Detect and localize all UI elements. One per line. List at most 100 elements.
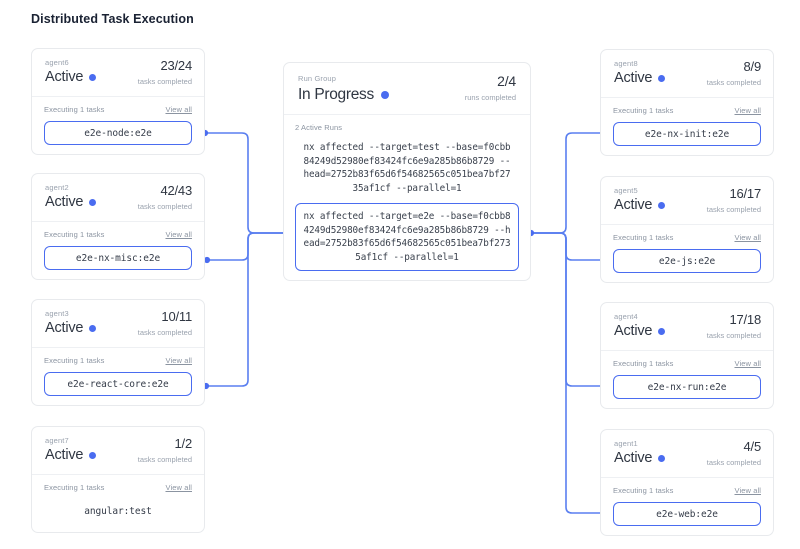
- active-runs-label: 2 Active Runs: [295, 123, 343, 132]
- agent-card-body: Executing 1 tasks View all e2e-nx-run:e2…: [601, 351, 773, 408]
- status-dot-icon: [89, 452, 97, 459]
- card-divider: [601, 224, 773, 225]
- agent-card-agent3[interactable]: agent3 Active 10/11 tasks completed Exec…: [31, 299, 205, 406]
- task-count: 8/9: [743, 59, 762, 74]
- task-count-label: tasks completed: [137, 328, 192, 337]
- status-dot-icon: [658, 75, 666, 82]
- task-count: 10/11: [161, 309, 192, 324]
- executing-label: Executing 1 tasks: [613, 106, 674, 115]
- executing-label: Executing 1 tasks: [44, 356, 105, 365]
- card-divider: [32, 96, 204, 97]
- agent-state: Active: [45, 194, 84, 210]
- agent-card-body: Executing 1 tasks View all e2e-web:e2e: [601, 478, 773, 535]
- task-pill[interactable]: e2e-nx-misc:e2e: [44, 246, 192, 270]
- agent-card-header: agent2 Active 42/43 tasks completed: [32, 174, 204, 221]
- run-group-status: In Progress: [298, 86, 374, 103]
- view-all-link[interactable]: View all: [165, 230, 192, 239]
- agent-card-header: agent1 Active 4/5 tasks completed: [601, 430, 773, 477]
- card-divider: [601, 350, 773, 351]
- view-all-link[interactable]: View all: [734, 359, 761, 368]
- task-count-label: tasks completed: [137, 455, 192, 464]
- task-count-label: tasks completed: [706, 205, 761, 214]
- task-count-label: tasks completed: [137, 202, 192, 211]
- task-pill[interactable]: e2e-js:e2e: [613, 249, 761, 273]
- agent-card-agent4[interactable]: agent4 Active 17/18 tasks completed Exec…: [600, 302, 774, 409]
- task-pill[interactable]: e2e-web:e2e: [613, 502, 761, 526]
- agent-name: agent5: [614, 186, 638, 195]
- task-count: 42/43: [160, 183, 192, 198]
- executing-label: Executing 1 tasks: [44, 105, 105, 114]
- agent-card-agent6[interactable]: agent6 Active 23/24 tasks completed Exec…: [31, 48, 205, 155]
- agent-card-header: agent6 Active 23/24 tasks completed: [32, 49, 204, 96]
- agent-card-agent8[interactable]: agent8 Active 8/9 tasks completed Execut…: [600, 49, 774, 156]
- view-all-link[interactable]: View all: [734, 233, 761, 242]
- agent-card-agent1[interactable]: agent1 Active 4/5 tasks completed Execut…: [600, 429, 774, 536]
- agent-state: Active: [45, 69, 84, 85]
- agent-card-agent7[interactable]: agent7 Active 1/2 tasks completed Execut…: [31, 426, 205, 533]
- status-dot-icon: [658, 328, 666, 335]
- status-dot-icon: [89, 325, 97, 332]
- agent-name: agent6: [45, 58, 69, 67]
- status-dot-icon: [380, 90, 389, 99]
- agent-card-body: Executing 1 tasks View all e2e-nx-misc:e…: [32, 222, 204, 279]
- task-count: 1/2: [174, 436, 193, 451]
- view-all-link[interactable]: View all: [165, 483, 192, 492]
- agent-card-agent2[interactable]: agent2 Active 42/43 tasks completed Exec…: [31, 173, 205, 280]
- agent-state: Active: [45, 447, 84, 463]
- agent-state: Active: [614, 323, 653, 339]
- agent-state: Active: [45, 320, 84, 336]
- agent-card-body: Executing 1 tasks View all e2e-node:e2e: [32, 97, 204, 154]
- task-count: 16/17: [729, 186, 761, 201]
- agent-state: Active: [614, 70, 653, 86]
- agent-name: agent3: [45, 309, 69, 318]
- view-all-link[interactable]: View all: [165, 356, 192, 365]
- agent-card-header: agent7 Active 1/2 tasks completed: [32, 427, 204, 474]
- run-group-body: 2 Active Runs nx affected --target=test …: [284, 115, 530, 280]
- edge-endpoint: [203, 256, 211, 264]
- agent-name: agent8: [614, 59, 638, 68]
- agent-card-header: agent5 Active 16/17 tasks completed: [601, 177, 773, 224]
- agent-card-body: Executing 1 tasks View all angular:test: [32, 475, 204, 532]
- view-all-link[interactable]: View all: [734, 486, 761, 495]
- agent-card-header: agent3 Active 10/11 tasks completed: [32, 300, 204, 347]
- page-title: Distributed Task Execution: [31, 12, 194, 26]
- task-pill[interactable]: e2e-node:e2e: [44, 121, 192, 145]
- task-pill[interactable]: angular:test: [44, 499, 192, 523]
- agent-state: Active: [614, 450, 653, 466]
- view-all-link[interactable]: View all: [734, 106, 761, 115]
- agent-name: agent1: [614, 439, 638, 448]
- agent-name: agent2: [45, 183, 69, 192]
- card-divider: [32, 347, 204, 348]
- executing-label: Executing 1 tasks: [44, 230, 105, 239]
- task-pill[interactable]: e2e-nx-init:e2e: [613, 122, 761, 146]
- task-count-label: tasks completed: [706, 78, 761, 87]
- agent-card-header: agent4 Active 17/18 tasks completed: [601, 303, 773, 350]
- task-pill[interactable]: e2e-nx-run:e2e: [613, 375, 761, 399]
- task-count: 4/5: [743, 439, 762, 454]
- executing-label: Executing 1 tasks: [613, 359, 674, 368]
- view-all-link[interactable]: View all: [165, 105, 192, 114]
- agent-name: agent7: [45, 436, 69, 445]
- agent-card-body: Executing 1 tasks View all e2e-js:e2e: [601, 225, 773, 282]
- run-command[interactable]: nx affected --target=test --base=f0cbb84…: [303, 142, 511, 194]
- card-divider: [32, 221, 204, 222]
- run-count-label: runs completed: [464, 93, 516, 102]
- card-divider: [32, 474, 204, 475]
- status-dot-icon: [89, 199, 97, 206]
- run-group-header: Run Group In Progress 2/4 runs completed: [284, 63, 530, 114]
- agent-card-body: Executing 1 tasks View all e2e-react-cor…: [32, 348, 204, 405]
- run-group-panel[interactable]: Run Group In Progress 2/4 runs completed…: [283, 62, 531, 281]
- card-divider: [284, 114, 530, 115]
- status-dot-icon: [658, 455, 666, 462]
- run-command-selected[interactable]: nx affected --target=e2e --base=f0cbb842…: [295, 203, 519, 271]
- agent-state: Active: [614, 197, 653, 213]
- task-count: 17/18: [729, 312, 761, 327]
- task-count-label: tasks completed: [706, 458, 761, 467]
- task-pill[interactable]: e2e-react-core:e2e: [44, 372, 192, 396]
- agent-name: agent4: [614, 312, 638, 321]
- card-divider: [601, 97, 773, 98]
- agent-card-agent5[interactable]: agent5 Active 16/17 tasks completed Exec…: [600, 176, 774, 283]
- run-count: 2/4: [497, 73, 516, 89]
- run-group-label: Run Group: [298, 74, 337, 83]
